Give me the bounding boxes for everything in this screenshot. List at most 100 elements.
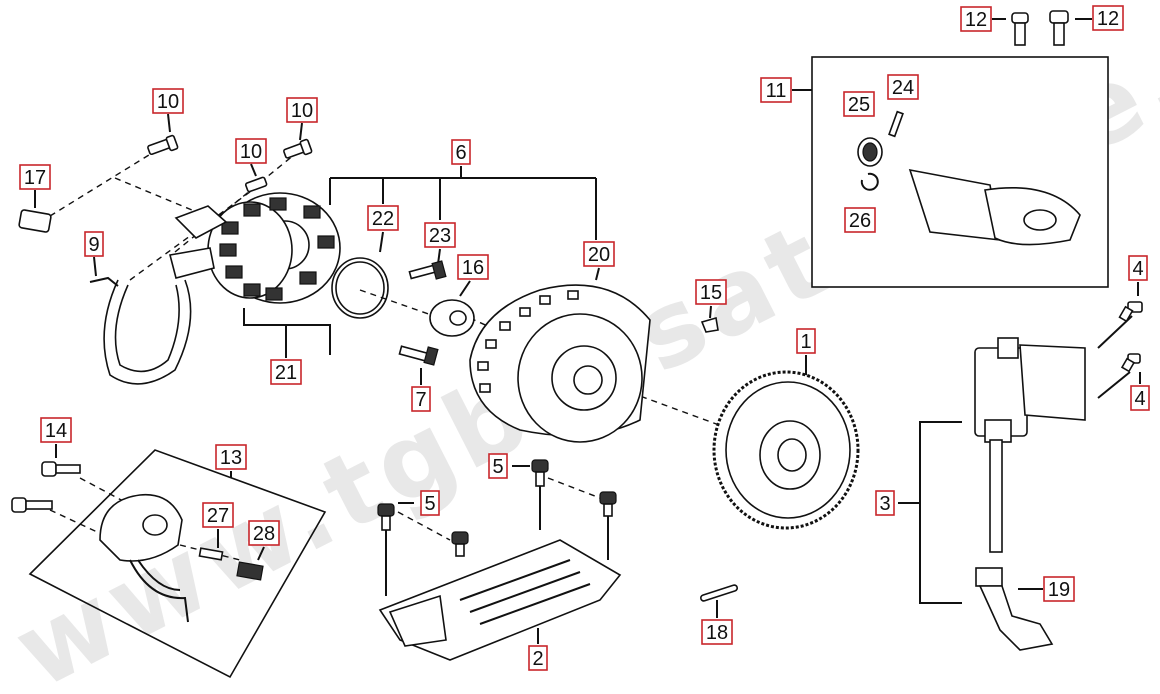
callout-number: 5 [424,493,435,515]
bolt-10-b [283,138,313,159]
callout-number: 25 [848,94,870,116]
callout-number: 10 [157,91,179,113]
callout-c1: 1 [796,328,816,354]
bolt-5-d [599,491,617,560]
callout-number: 13 [220,447,242,469]
callout-box [248,520,280,546]
callout-number: 5 [492,456,503,478]
callout-c18: 18 [701,619,733,645]
callout-box [286,97,318,123]
callout-number: 26 [849,210,871,232]
callout-c11: 11 [760,77,792,103]
callout-c7: 7 [411,386,431,412]
screw-12-right [1049,10,1069,46]
callout-box [270,359,302,385]
callout-number: 16 [462,257,484,279]
callout-number: 27 [207,505,229,527]
callout-c23: 23 [424,222,456,248]
callout-c24: 24 [887,74,919,100]
callout-c26: 26 [844,207,876,233]
callout-number: 11 [766,80,787,102]
callout-box [215,444,247,470]
callout-box [1092,5,1124,31]
bolt-5-a [531,459,549,530]
callout-number: 24 [892,77,914,99]
callout-box [1130,385,1150,411]
callout-number: 1 [800,331,811,353]
callout-box [701,619,733,645]
callout-box [844,207,876,233]
callout-c22: 22 [367,205,399,231]
callout-c5b: 5 [420,490,440,516]
spark-plug-cap-19 [975,567,1054,651]
callout-box [152,88,184,114]
callout-number: 3 [879,493,890,515]
callout-number: 15 [700,282,722,304]
callout-number: 14 [45,420,67,442]
callout-box [424,222,456,248]
flywheel-rotor-20 [469,284,651,443]
screw-4-bottom [1120,353,1141,373]
bolt-10-a [147,134,179,156]
stator-21 [169,192,341,304]
callout-box [411,386,431,412]
callout-number: 28 [253,523,275,545]
callout-c12a: 12 [960,6,992,32]
starter-gear-1 [712,370,860,530]
bolt-5-c [451,531,469,557]
callout-box [235,138,267,164]
callout-box [202,502,234,528]
screw-4-top [1118,301,1143,323]
callout-number: 4 [1132,258,1143,280]
leader-lines [34,18,1141,644]
callout-box [695,279,727,305]
callout-c25: 25 [843,91,875,117]
callout-number: 17 [24,167,46,189]
bolt-10-c [244,176,268,193]
callout-number: 12 [965,9,987,31]
washer-16 [429,299,475,337]
ignition-coil-3 [974,337,1086,553]
callout-c9: 9 [84,231,104,257]
terminal-28 [236,561,264,581]
callout-c4a: 4 [1128,255,1148,281]
callout-box [40,417,72,443]
callout-number: 10 [291,100,313,122]
callout-c10a: 10 [152,88,184,114]
callout-c17: 17 [19,164,51,190]
connector-17 [18,209,52,233]
callout-number: 9 [88,234,99,256]
callout-box [451,139,471,165]
callout-c10b: 10 [286,97,318,123]
callout-box [583,241,615,267]
callout-c5a: 5 [488,453,508,479]
callout-number: 20 [588,244,610,266]
callout-box [760,77,792,103]
callout-number: 22 [372,208,394,230]
screw-12-left [1011,12,1029,46]
pickup-box-13 [28,449,327,679]
callout-box [420,490,440,516]
callout-box [528,645,548,671]
cover-2 [378,539,622,661]
callout-c10c: 10 [235,138,267,164]
pickup-sensor [99,493,189,623]
callout-number: 6 [455,142,466,164]
bolt-14-a [41,461,81,477]
pin-18 [699,584,739,602]
callout-c6: 6 [451,139,471,165]
callout-number: 23 [429,225,451,247]
callout-number: 4 [1134,388,1145,410]
callout-number: 19 [1048,579,1070,601]
callout-c2: 2 [528,645,548,671]
callout-box [843,91,875,117]
ring-22 [331,257,389,319]
callout-box [887,74,919,100]
callout-box [488,453,508,479]
terminal-27 [198,547,224,561]
callout-box [19,164,51,190]
callout-box [1128,255,1148,281]
